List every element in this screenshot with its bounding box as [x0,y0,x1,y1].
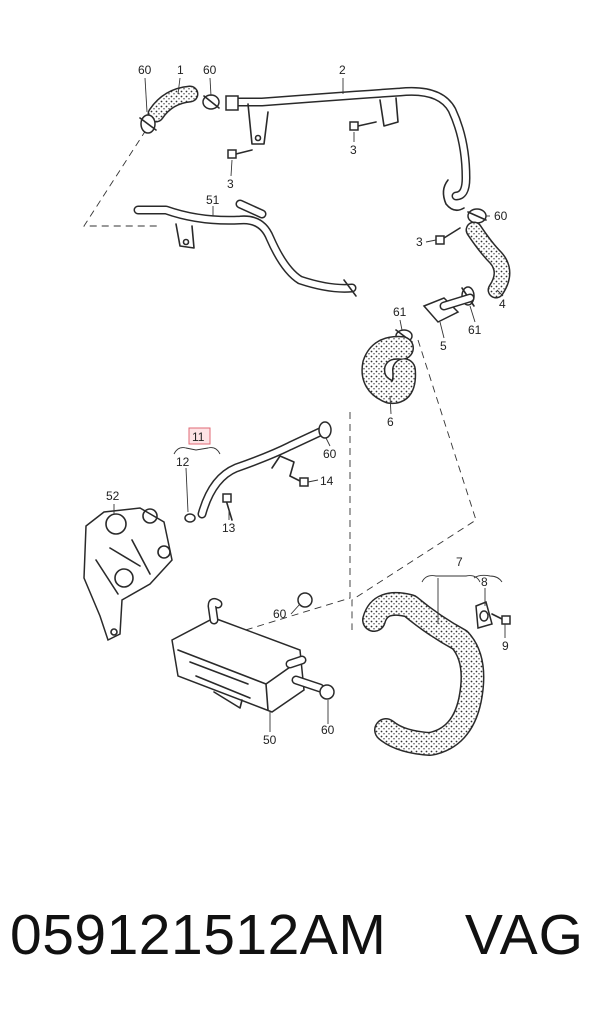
callout-60: 60 [321,723,335,737]
dashed-leader-mid [225,412,351,637]
callout-3: 3 [227,177,234,191]
pipe-part-11 [197,427,325,519]
callout-60: 60 [494,209,508,223]
callout-14: 14 [320,474,334,488]
seal-part-12 [184,513,196,523]
brand-label: VAG [464,903,584,967]
clamp-part-60-a [139,114,157,134]
callout-4: 4 [499,297,506,311]
highlight-box-part-11 [188,427,211,445]
callout-6: 6 [387,415,394,429]
callout-2: 2 [339,63,346,77]
callout-11: 11 [192,430,205,444]
callout-13: 13 [222,521,236,535]
hose-part-1 [147,85,199,123]
bolt-part-9 [491,613,511,625]
bolt-part-13 [222,493,233,521]
callout-1: 1 [177,63,184,77]
connector-part-5 [422,293,475,323]
clamp-part-60-d [318,421,332,439]
callout-50: 50 [263,733,277,747]
callout-61: 61 [468,323,482,337]
clamp-part-60-c [467,208,487,224]
bolt-part-3-c [435,227,461,245]
bracket-part-8 [475,600,493,629]
callout-8: 8 [481,575,488,589]
dashed-leader-right [351,339,477,630]
callout-61: 61 [393,305,407,319]
callout-60: 60 [273,607,287,621]
bolt-part-14 [289,475,309,487]
hose-part-7 [362,591,485,756]
clamp-part-60-b [202,94,220,110]
parts-exploded-diagram: 60 1 60 2 3 3 60 3 51 4 61 61 5 6 11 12 … [83,63,511,756]
housing-part-52 [83,507,173,642]
callout-3: 3 [350,143,357,157]
hose-part-6 [361,335,417,405]
callout-12: 12 [176,455,190,469]
callout-9: 9 [502,639,509,653]
cooler-part-50 [171,597,325,713]
dashed-leader-upper-left [83,129,158,227]
callout-60: 60 [323,447,337,461]
part-number-label: 059121512AM [10,903,387,967]
callout-5: 5 [440,339,447,353]
footer-caption: 059121512AM VAG [0,890,600,990]
bolt-part-3-b [349,121,377,131]
bolt-part-3-a [227,149,253,159]
pipe-part-2 [225,86,471,212]
callout-60: 60 [203,63,217,77]
clamp-part-60-e [297,592,313,608]
callout-60: 60 [138,63,152,77]
pipe-part-51 [133,199,357,297]
callout-3: 3 [416,235,423,249]
callout-leaders [113,77,506,732]
clamp-part-60-f [319,684,335,700]
hose-part-4 [465,221,511,299]
callout-51: 51 [206,193,220,207]
callout-7: 7 [456,555,463,569]
callout-52: 52 [106,489,120,503]
